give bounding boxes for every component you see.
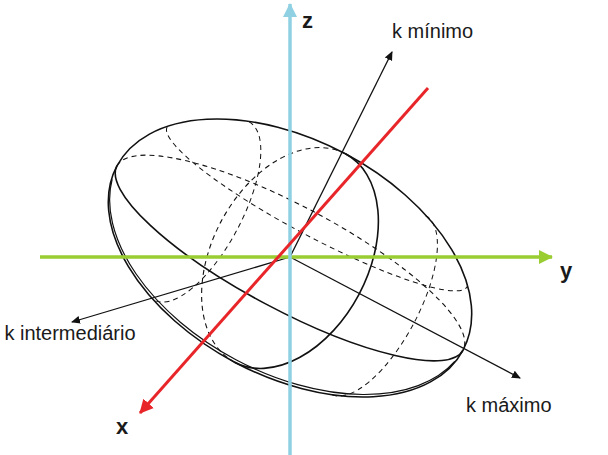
k-label: k intermediário xyxy=(4,322,136,345)
k-int-axis xyxy=(72,257,290,322)
k-label: k mínimo xyxy=(392,20,473,43)
x-axis xyxy=(140,88,428,413)
axis-label: x xyxy=(116,414,128,439)
k-max-axis xyxy=(290,257,520,378)
axis-label: z xyxy=(302,8,313,33)
axis-label: y xyxy=(560,258,572,283)
y-axis xyxy=(40,255,552,259)
z-axis xyxy=(288,4,292,455)
k-label: k máximo xyxy=(466,394,552,417)
